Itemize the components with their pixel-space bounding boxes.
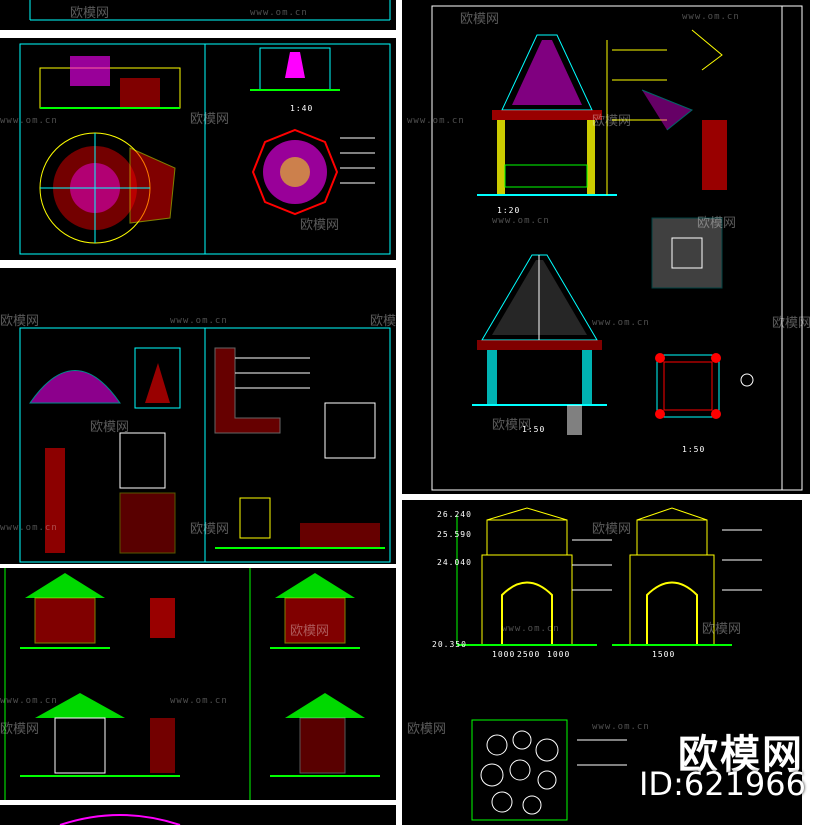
scale-label: 1:50 [522,425,546,434]
watermark-url: www.om.cn [502,624,560,634]
scale-label: 1:20 [497,206,521,215]
watermark-url: www.om.cn [0,116,58,126]
cad-sheet-thatched-gazebo: 1:20 1:50 1:50 欧模网 www.om.cn 欧模网 www.om.… [402,0,810,494]
watermark-url: www.om.cn [170,316,228,326]
watermark-url: www.om.cn [492,216,550,226]
brand-logo-text: 欧模网 [678,732,804,778]
cad-sheet-top-strip: 欧模网 www.om.cn [0,0,396,30]
dimension-label: 1000 [492,650,516,659]
elevation-label: 26.240 [437,510,472,519]
watermark-url: www.om.cn [170,696,228,706]
gazebo-plans-drawing [19,43,391,255]
top-strip-drawing [29,0,391,21]
details-drawing [19,327,391,563]
scale-label: 1:40 [290,104,314,113]
gate-elevations-drawing [456,507,762,821]
pavilion-elevations-drawing [4,568,380,800]
elevation-label: 25.590 [437,530,472,539]
watermark-url: www.om.cn [592,722,650,732]
watermark-url: www.om.cn [682,12,740,22]
cad-sheet-gate-elevations: 26.240 25.590 24.040 20.350 1000 2500 10… [402,500,802,825]
watermark-url: www.om.cn [250,8,308,18]
cad-sheet-pavilion-elevations: 欧模网 www.om.cn www.om.cn 欧模网 [0,568,396,800]
watermark-url: www.om.cn [0,523,58,533]
watermark-url: www.om.cn [592,318,650,328]
scale-label: 1:50 [682,445,706,454]
watermark-url: www.om.cn [407,116,465,126]
cad-sheet-gazebo-plans: 1:40 欧模网 www.om.cn 欧模网 [0,38,396,260]
dimension-label: 1000 [547,650,571,659]
cad-sheet-bottom-strip [0,805,396,825]
dimension-label: 1500 [652,650,676,659]
elevation-label: 20.350 [432,640,467,649]
cad-sheet-details: 欧模网 www.om.cn 欧模网 欧模网 www.om.cn 欧模网 [0,268,396,564]
bottom-strip-drawing [59,814,181,825]
dimension-label: 2500 [517,650,541,659]
thatched-gazebo-drawing [431,5,803,491]
elevation-label: 24.040 [437,558,472,567]
watermark-url: www.om.cn [0,696,58,706]
model-id: ID:621966 [638,765,806,803]
